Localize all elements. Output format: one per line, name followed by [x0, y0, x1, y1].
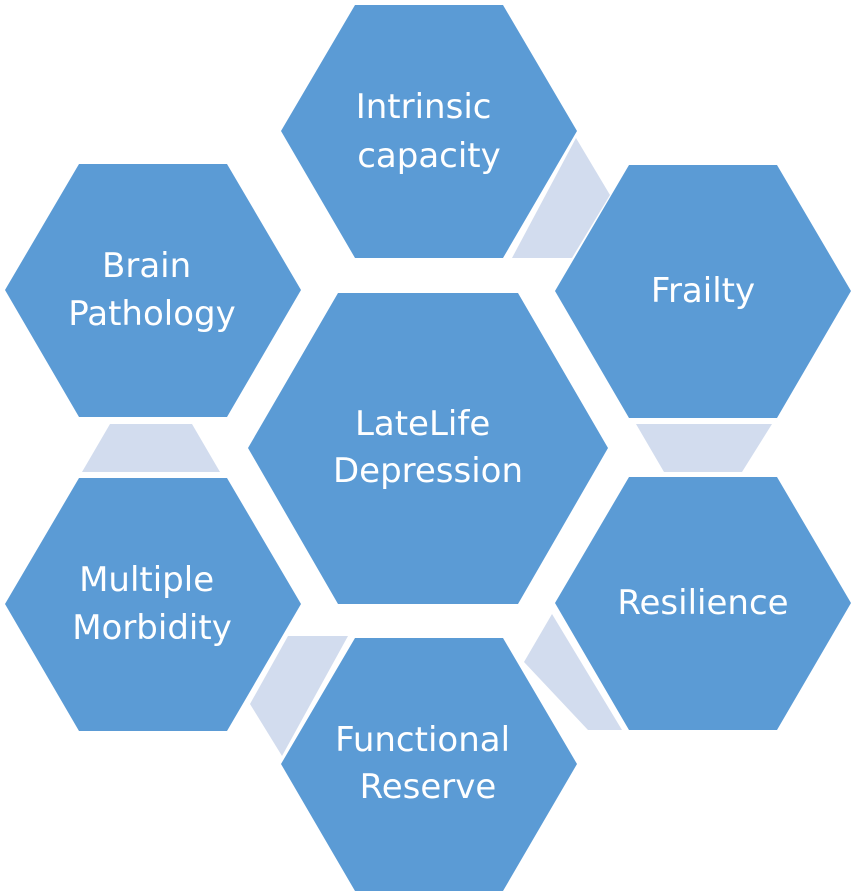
- label-resilience-line1: Resilience: [617, 583, 788, 623]
- label-functional-reserve-line1: Functional: [335, 720, 510, 760]
- label-functional-reserve: Functional Reserve: [335, 720, 521, 807]
- label-multiple-morbidity-line2: Morbidity: [72, 608, 232, 648]
- label-brain-pathology: Brain Pathology: [68, 246, 235, 334]
- hexagon-brain-pathology: [5, 164, 301, 417]
- label-center: LateLife Depression: [333, 404, 523, 491]
- hexagon-multiple-morbidity: [5, 478, 301, 731]
- label-frailty: Frailty: [651, 271, 755, 311]
- connector-intrinsic-frailty: [512, 138, 610, 258]
- connector-morbidity-brain: [82, 424, 220, 472]
- label-center-line2: Depression: [333, 451, 523, 491]
- hexagon-functional-reserve: [281, 638, 577, 891]
- label-frailty-line1: Frailty: [651, 271, 755, 311]
- hexagon-resilience: [555, 477, 851, 730]
- label-center-line1: LateLife: [355, 404, 490, 444]
- label-brain-pathology-line2: Pathology: [68, 294, 235, 334]
- hexagon-frailty: [555, 165, 851, 418]
- label-functional-reserve-line2: Reserve: [360, 767, 497, 807]
- label-brain-pathology-line1: Brain: [102, 246, 191, 286]
- label-resilience: Resilience: [617, 583, 788, 623]
- hexagon-intrinsic-capacity: [281, 5, 577, 258]
- connector-resilience-functional: [524, 614, 622, 730]
- label-intrinsic-capacity: Intrinsic capacity: [356, 87, 503, 176]
- connector-functional-morbidity: [250, 636, 348, 756]
- label-intrinsic-capacity-line1: Intrinsic: [356, 87, 492, 127]
- label-intrinsic-capacity-line2: capacity: [357, 136, 501, 176]
- connector-frailty-resilience: [636, 424, 772, 472]
- hexagon-center: [248, 293, 608, 604]
- label-multiple-morbidity: Multiple Morbidity: [72, 560, 232, 648]
- label-multiple-morbidity-line1: Multiple: [79, 560, 214, 600]
